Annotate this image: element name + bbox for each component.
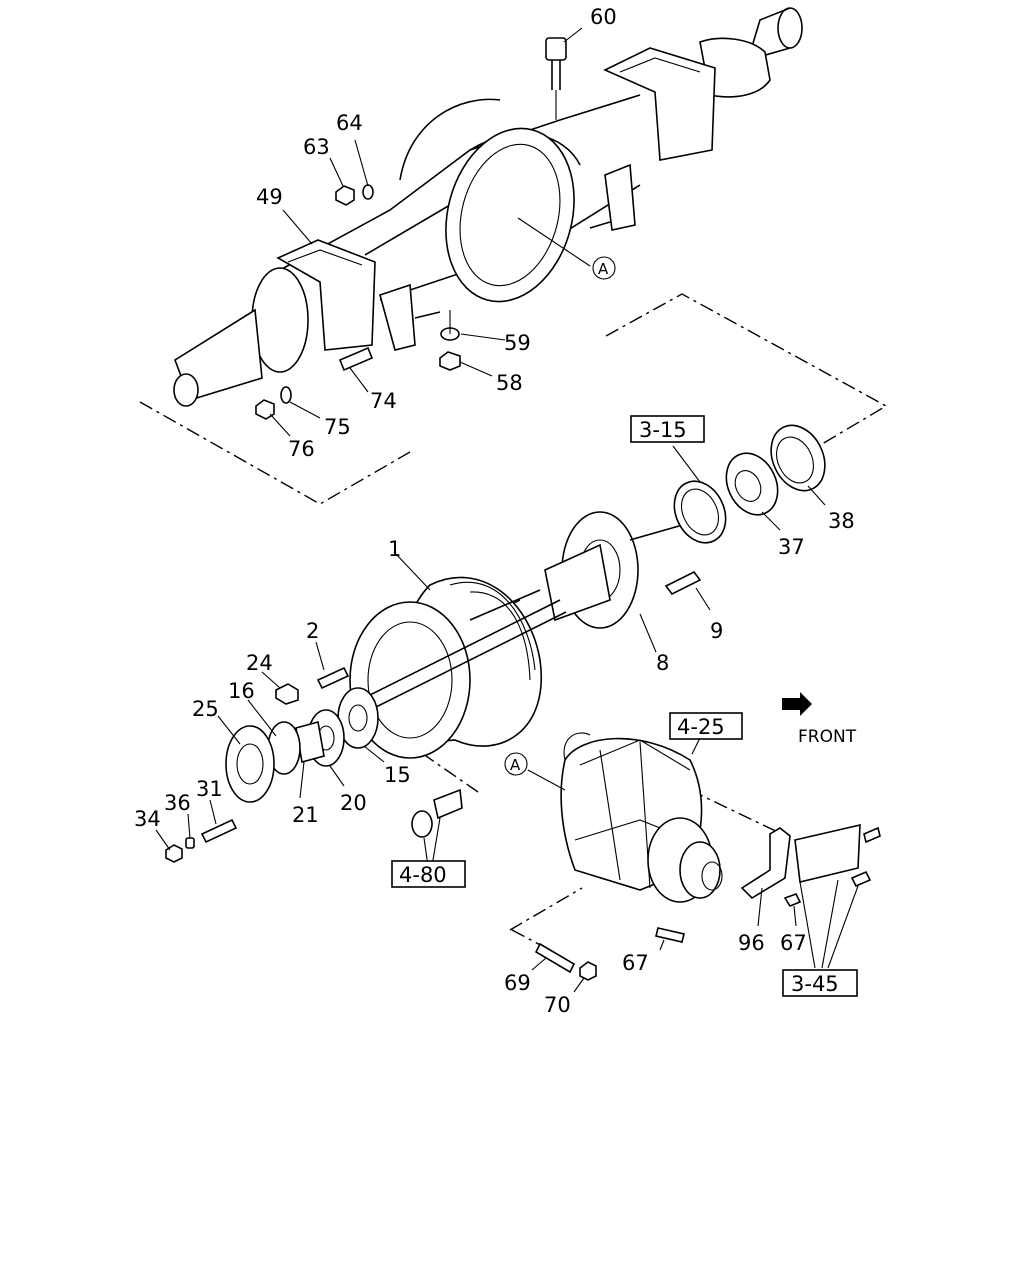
callout-37: 37 [778,535,805,559]
callout-75: 75 [324,415,351,439]
callout-34: 34 [134,807,161,831]
callout-16: 16 [228,679,255,703]
callout-15: 15 [384,763,411,787]
callout-38: 38 [828,509,855,533]
hub-drum-assembly [349,511,701,759]
marker-a-housing: A [598,260,609,278]
front-label: FRONT [798,727,857,747]
callout-31: 31 [196,777,223,801]
reference-boxes: 3-15 4-25 4-80 3-45 [391,415,858,997]
callout-74: 74 [370,389,397,413]
front-arrow-icon [782,692,812,716]
bracket-96 [740,823,881,907]
ref-box-3-15: 3-15 [639,418,687,442]
section-markers: A A [504,256,616,776]
callout-36: 36 [164,791,191,815]
callout-25: 25 [192,697,219,721]
callout-67-carrier: 67 [622,951,649,975]
callout-69: 69 [504,971,531,995]
leaders-lower [527,737,859,993]
callout-96: 96 [738,931,765,955]
leaders-upper [269,27,591,437]
callout-76: 76 [288,437,315,461]
ref-box-4-25: 4-25 [677,715,725,739]
differential-carrier [560,732,723,903]
marker-a-carrier: A [510,756,521,774]
callout-24: 24 [246,651,273,675]
callout-70: 70 [544,993,571,1017]
callout-20: 20 [340,791,367,815]
callout-67-bracket: 67 [780,931,807,955]
hub-fasteners [165,666,463,863]
axle-housing [173,7,803,407]
ref-box-4-80: 4-80 [399,863,447,887]
callout-2: 2 [306,619,319,643]
leaders-middle [155,445,826,867]
callout-59: 59 [504,331,531,355]
bearings-seals [664,424,826,596]
callout-labels: 60 64 63 49 59 58 74 75 76 38 37 1 9 8 2… [134,5,855,1017]
callout-63: 63 [303,135,330,159]
callout-8: 8 [656,651,669,675]
carrier-fasteners [534,927,685,981]
callout-60: 60 [590,5,617,29]
callout-49: 49 [256,185,283,209]
callout-21: 21 [292,803,319,827]
callout-1: 1 [388,537,401,561]
ref-box-3-45: 3-45 [791,972,839,996]
callout-9: 9 [710,619,723,643]
housing-fasteners [255,37,567,420]
callout-64: 64 [336,111,363,135]
callout-58: 58 [496,371,523,395]
